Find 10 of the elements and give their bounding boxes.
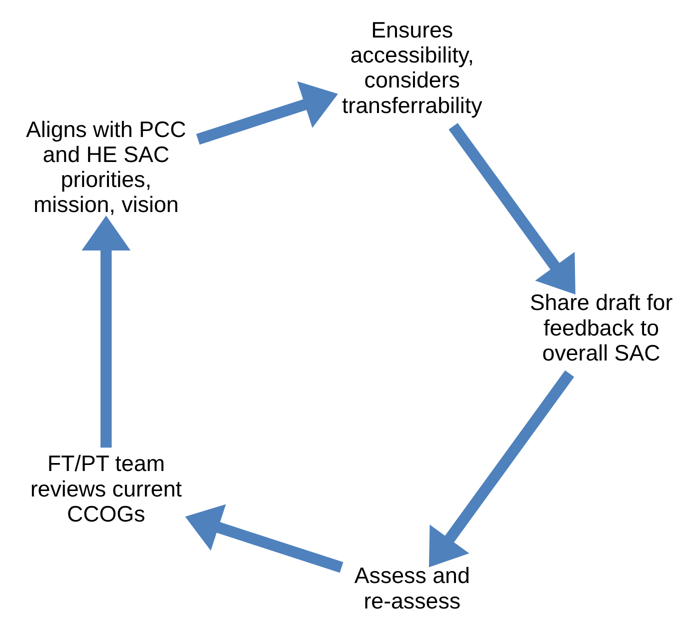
arrow: [184, 504, 343, 573]
node-text: Assess and re-assess: [354, 563, 470, 614]
arrow: [81, 216, 130, 448]
node-text: Ensures accessibility, considers transferrability: [341, 17, 482, 118]
node-text: Share draft for feedback to overall SAC: [529, 290, 672, 366]
node-text: FT/PT team reviews current CCOGs: [30, 451, 182, 526]
arrow: [448, 122, 575, 294]
arrow: [196, 81, 338, 145]
node-text: Aligns with PCC and HE SAC priorities, mission, vision: [26, 116, 186, 218]
arrow: [428, 370, 574, 568]
